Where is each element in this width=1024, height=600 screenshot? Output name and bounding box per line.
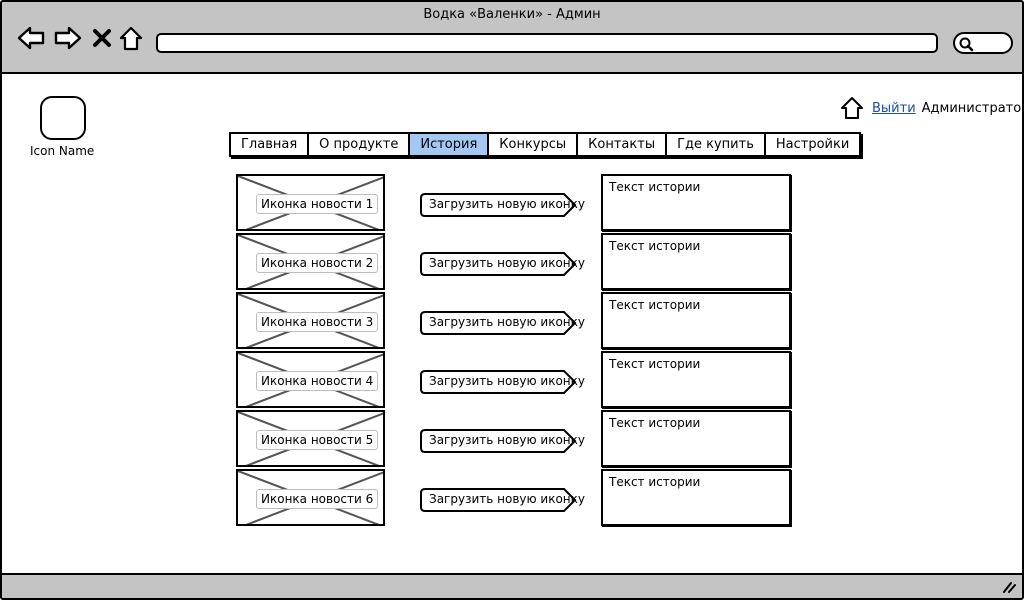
logout-link[interactable]: Выйти	[872, 100, 916, 116]
upload-icon-button[interactable]: Загрузить новую иконку	[419, 310, 585, 336]
story-text-area[interactable]: Текст истории	[601, 233, 791, 290]
story-image-placeholder: Иконка новости 4	[236, 351, 385, 408]
upload-icon-button[interactable]: Загрузить новую иконку	[419, 487, 585, 513]
upload-button-label: Загрузить новую иконку	[429, 492, 585, 506]
story-image-placeholder: Иконка новости 3	[236, 292, 385, 349]
story-image-placeholder: Иконка новости 2	[236, 233, 385, 290]
user-role: Администратор	[921, 100, 1024, 116]
story-text-area[interactable]: Текст истории	[601, 174, 791, 231]
upload-button-label: Загрузить новую иконку	[429, 315, 585, 329]
status-bar	[2, 573, 1022, 598]
story-text-area[interactable]: Текст истории	[601, 292, 791, 349]
story-row: Иконка новости 5 Загрузить новую иконку …	[236, 410, 796, 467]
tab-contacts[interactable]: Контакты	[578, 134, 668, 155]
logo-icon	[40, 96, 86, 140]
story-row: Иконка новости 1 Загрузить новую иконку …	[236, 174, 796, 231]
window-title: Водка «Валенки» - Админ	[423, 7, 601, 22]
upload-icon-button[interactable]: Загрузить новую иконку	[419, 251, 585, 277]
close-icon[interactable]	[90, 24, 114, 52]
tab-history[interactable]: История	[410, 134, 490, 155]
upload-button-label: Загрузить новую иконку	[429, 433, 585, 447]
story-image-label: Иконка новости 4	[256, 371, 379, 391]
resize-grip-icon[interactable]	[1002, 581, 1016, 593]
logo-label: Icon Name	[30, 144, 95, 158]
story-image-placeholder: Иконка новости 6	[236, 469, 385, 526]
upload-button-label: Загрузить новую иконку	[429, 374, 585, 388]
upload-icon-button[interactable]: Загрузить новую иконку	[419, 192, 585, 218]
story-row: Иконка новости 3 Загрузить новую иконку …	[236, 292, 796, 349]
home-icon[interactable]	[118, 24, 144, 52]
story-text-area[interactable]: Текст истории	[601, 351, 791, 408]
tab-contests[interactable]: Конкурсы	[489, 134, 579, 155]
story-row: Иконка новости 2 Загрузить новую иконку …	[236, 233, 796, 290]
story-image-label: Иконка новости 3	[256, 312, 379, 332]
story-image-placeholder: Иконка новости 5	[236, 410, 385, 467]
story-image-label: Иконка новости 6	[256, 489, 379, 509]
address-bar[interactable]	[156, 33, 938, 53]
forward-arrow-icon[interactable]	[53, 24, 83, 52]
story-image-placeholder: Иконка новости 1	[236, 174, 385, 231]
story-row: Иконка новости 6 Загрузить новую иконку …	[236, 469, 796, 526]
story-image-label: Иконка новости 1	[256, 194, 379, 214]
back-arrow-icon[interactable]	[16, 24, 46, 52]
upload-button-label: Загрузить новую иконку	[429, 197, 585, 211]
main-tabs: Главная О продукте История Конкурсы Конт…	[229, 132, 862, 157]
home-icon[interactable]	[840, 96, 864, 120]
upload-button-label: Загрузить новую иконку	[429, 256, 585, 270]
story-text-area[interactable]: Текст истории	[601, 410, 791, 467]
story-row: Иконка новости 4 Загрузить новую иконку …	[236, 351, 796, 408]
tab-settings[interactable]: Настройки	[775, 137, 850, 152]
story-image-label: Иконка новости 5	[256, 430, 379, 450]
story-text-area[interactable]: Текст истории	[601, 469, 791, 526]
upload-icon-button[interactable]: Загрузить новую иконку	[419, 428, 585, 454]
story-image-label: Иконка новости 2	[256, 253, 379, 273]
tab-home[interactable]: Главная	[231, 134, 310, 155]
user-area: Выйти Администратор	[840, 96, 1024, 120]
search-input[interactable]	[953, 32, 1013, 54]
tab-where-to-buy[interactable]: Где купить	[667, 134, 766, 155]
browser-toolbar: Водка «Валенки» - Админ	[2, 2, 1022, 74]
upload-icon-button[interactable]: Загрузить новую иконку	[419, 369, 585, 395]
search-icon	[959, 37, 974, 52]
tab-about-product[interactable]: О продукте	[309, 134, 411, 155]
